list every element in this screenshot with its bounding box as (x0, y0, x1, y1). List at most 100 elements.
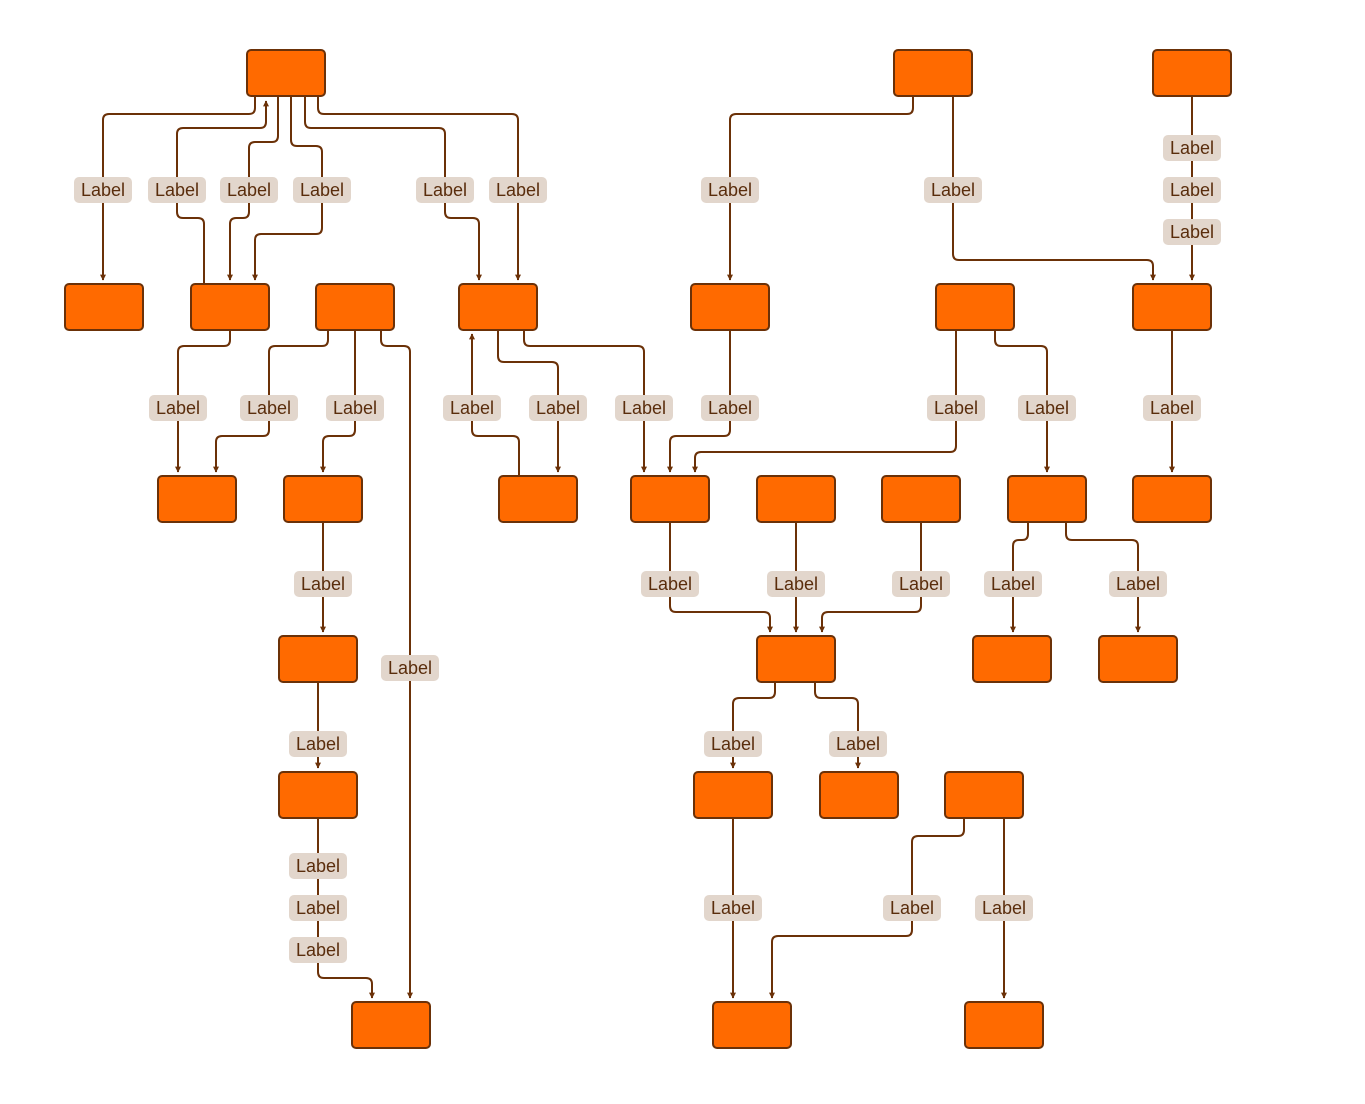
edge-label: Label (149, 395, 207, 421)
diagram-node[interactable] (64, 283, 144, 331)
edge-label-background (326, 395, 384, 421)
edge-label-text: Label (296, 940, 340, 960)
edge-label-background (293, 177, 351, 203)
edge-connector (320, 330, 356, 473)
edge-connector (1010, 522, 1029, 633)
edge-connector (952, 97, 1156, 281)
edge-label-text: Label (890, 898, 934, 918)
edge-connector (497, 330, 561, 473)
edge-label-text: Label (388, 658, 432, 678)
edge-label-text: Label (156, 398, 200, 418)
diagram-node[interactable] (458, 283, 538, 331)
edge-label: Label (148, 177, 206, 203)
diagram-node[interactable] (190, 283, 270, 331)
edge-label-text: Label (931, 180, 975, 200)
diagram-node[interactable] (246, 49, 326, 97)
edge-label: Label (416, 177, 474, 203)
diagram-node[interactable] (498, 475, 578, 523)
edge-label-text: Label (1025, 398, 1069, 418)
diagram-node[interactable] (278, 635, 358, 683)
edge-label: Label (641, 571, 699, 597)
edge-label-text: Label (1170, 222, 1214, 242)
edge-connector (469, 333, 520, 476)
edge-label-text: Label (708, 398, 752, 418)
edge-label-text: Label (1116, 574, 1160, 594)
edge-label: Label (294, 571, 352, 597)
diagram-node[interactable] (944, 771, 1024, 819)
diagram-node[interactable] (1152, 49, 1232, 97)
diagram-node[interactable] (935, 283, 1015, 331)
diagram-node[interactable] (819, 771, 899, 819)
edge-label-background (975, 895, 1033, 921)
edge-label-background (148, 177, 206, 203)
edge-label-text: Label (423, 180, 467, 200)
edge-label-background (289, 895, 347, 921)
edge-label-text: Label (296, 856, 340, 876)
edge-label-text: Label (708, 180, 752, 200)
edge-label-text: Label (836, 734, 880, 754)
diagram-node[interactable] (893, 49, 973, 97)
diagram-node[interactable] (756, 475, 836, 523)
edge-label-background (149, 395, 207, 421)
edge-label: Label (443, 395, 501, 421)
edge-label-text: Label (536, 398, 580, 418)
edge-label: Label (240, 395, 298, 421)
diagram-node[interactable] (315, 283, 395, 331)
edge-label-text: Label (227, 180, 271, 200)
edge-label-text: Label (774, 574, 818, 594)
diagram-node[interactable] (712, 1001, 792, 1049)
diagram-node[interactable] (630, 475, 710, 523)
edge-label: Label (489, 177, 547, 203)
edge-label-text: Label (991, 574, 1035, 594)
diagram-node[interactable] (690, 283, 770, 331)
edge-label: Label (701, 177, 759, 203)
edge-connector (176, 100, 269, 284)
edge-connector (100, 97, 256, 281)
edge-label: Label (289, 853, 347, 879)
edge-label-background (443, 395, 501, 421)
edge-label: Label (767, 571, 825, 597)
edge-label-background (289, 731, 347, 757)
edge-label-text: Label (1170, 180, 1214, 200)
diagram-node[interactable] (756, 635, 836, 683)
edge-label-text: Label (296, 734, 340, 754)
edge-label-text: Label (1150, 398, 1194, 418)
edge-label-text: Label (648, 574, 692, 594)
edge-label: Label (1109, 571, 1167, 597)
edge-label: Label (615, 395, 673, 421)
diagram-node[interactable] (351, 1001, 431, 1049)
diagram-node[interactable] (964, 1001, 1044, 1049)
edge-label-background (416, 177, 474, 203)
diagram-node[interactable] (1098, 635, 1178, 683)
diagram-node[interactable] (1007, 475, 1087, 523)
edge-label-background (704, 895, 762, 921)
edge-label: Label (1163, 177, 1221, 203)
diagram-node[interactable] (1132, 283, 1212, 331)
edge-connector (213, 330, 329, 473)
edge-label-background (704, 731, 762, 757)
edge-label-background (489, 177, 547, 203)
diagram-node[interactable] (693, 771, 773, 819)
diagram-node[interactable] (1132, 475, 1212, 523)
diagram-node[interactable] (278, 771, 358, 819)
diagram-node[interactable] (283, 475, 363, 523)
edge-label-text: Label (81, 180, 125, 200)
diagram-node[interactable] (881, 475, 961, 523)
edge-label-background (927, 395, 985, 421)
edge-label-text: Label (450, 398, 494, 418)
edge-label: Label (1163, 219, 1221, 245)
edge-connector (669, 522, 773, 633)
edge-label-background (240, 395, 298, 421)
diagram-node[interactable] (972, 635, 1052, 683)
edge-label: Label (924, 177, 982, 203)
edge-label-text: Label (982, 898, 1026, 918)
diagram-node[interactable] (157, 475, 237, 523)
edge-label-text: Label (155, 180, 199, 200)
edge-label-text: Label (296, 898, 340, 918)
edge-connector (727, 97, 914, 281)
edge-label-background (883, 895, 941, 921)
edge-label-background (1163, 219, 1221, 245)
edge-label-text: Label (247, 398, 291, 418)
edge-label: Label (289, 937, 347, 963)
edge-label-text: Label (622, 398, 666, 418)
